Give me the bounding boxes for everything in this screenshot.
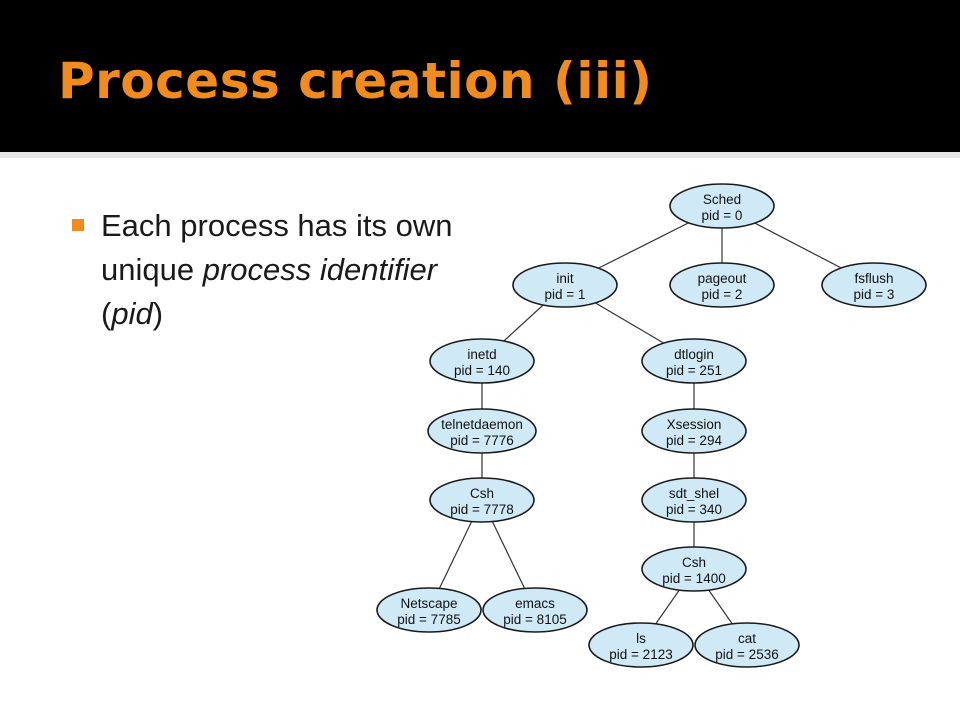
tree-node-netscape: Netscape pid = 7785 [376,587,482,633]
node-pid: pid = 7785 [397,612,460,627]
node-ellipse [429,477,535,523]
node-name: pageout [698,271,747,286]
node-ellipse [429,338,535,384]
node-name: telnetdaemon [441,417,523,432]
bullet-text-part: Each process has its own unique [101,208,453,287]
node-name: Csh [470,486,494,501]
bullet-text-part: ) [152,296,164,331]
node-name: Csh [682,555,706,570]
node-ellipse [376,587,482,633]
slide-title: Process creation (iii) [58,52,653,110]
tree-node-dtlogin: dtlogin pid = 251 [641,338,747,384]
node-name: inetd [467,347,496,362]
node-ellipse [641,408,747,454]
node-name: Netscape [400,596,457,611]
node-ellipse [641,477,747,523]
node-ellipse [427,408,537,454]
node-name: sdt_shel [669,486,719,501]
slide-content: Each process has its own unique process … [0,158,960,720]
node-ellipse [512,262,618,308]
tree-node-inetd: inetd pid = 140 [429,338,535,384]
node-pid: pid = 140 [454,363,510,378]
process-tree-diagram: Sched pid = 0 init pid = 1 pageout pid =… [376,183,927,668]
tree-node-xsession: Xsession pid = 294 [641,408,747,454]
tree-node-fsflush: fsflush pid = 3 [821,262,927,308]
node-ellipse [588,622,694,668]
node-pid: pid = 1400 [662,571,725,586]
node-ellipse [641,338,747,384]
node-name: ls [636,631,646,646]
tree-node-ls: ls pid = 2123 [588,622,694,668]
node-ellipse [482,587,588,633]
node-ellipse [821,262,927,308]
bullet-square-icon [72,219,84,231]
node-name: dtlogin [674,347,714,362]
node-ellipse [641,546,747,592]
node-pid: pid = 1 [545,287,586,302]
tree-node-csh-1400: Csh pid = 1400 [641,546,747,592]
node-pid: pid = 340 [666,502,722,517]
tree-node-telnetdaemon: telnetdaemon pid = 7776 [427,408,537,454]
node-pid: pid = 7778 [450,502,513,517]
node-pid: pid = 2123 [609,647,672,662]
node-pid: pid = 2536 [715,647,778,662]
node-pid: pid = 294 [666,433,722,448]
node-name: init [556,271,574,286]
node-ellipse [694,622,800,668]
tree-node-init: init pid = 1 [512,262,618,308]
tree-node-pageout: pageout pid = 2 [669,262,775,308]
title-bar: Process creation (iii) [0,0,960,152]
node-pid: pid = 2 [702,287,743,302]
tree-node-csh-7778: Csh pid = 7778 [429,477,535,523]
bullet-text-emphasis: process identifier [202,252,438,287]
node-pid: pid = 8105 [503,612,566,627]
tree-node-cat: cat pid = 2536 [694,622,800,668]
bullet-text: Each process has its own unique process … [101,204,471,336]
tree-node-emacs: emacs pid = 8105 [482,587,588,633]
node-pid: pid = 7776 [450,433,513,448]
node-pid: pid = 3 [854,287,895,302]
bullet-text-part: ( [101,296,112,331]
node-name: emacs [515,596,555,611]
tree-node-sched: Sched pid = 0 [669,183,775,229]
node-name: Sched [703,192,741,207]
tree-node-sdt-shel: sdt_shel pid = 340 [641,477,747,523]
node-name: fsflush [854,271,893,286]
node-pid: pid = 251 [666,363,722,378]
node-name: Xsession [667,417,722,432]
bullet-text-emphasis: pid [111,296,153,331]
node-name: cat [738,631,756,646]
node-ellipse [669,262,775,308]
node-ellipse [669,183,775,229]
node-pid: pid = 0 [702,208,743,223]
title-divider [0,152,960,158]
